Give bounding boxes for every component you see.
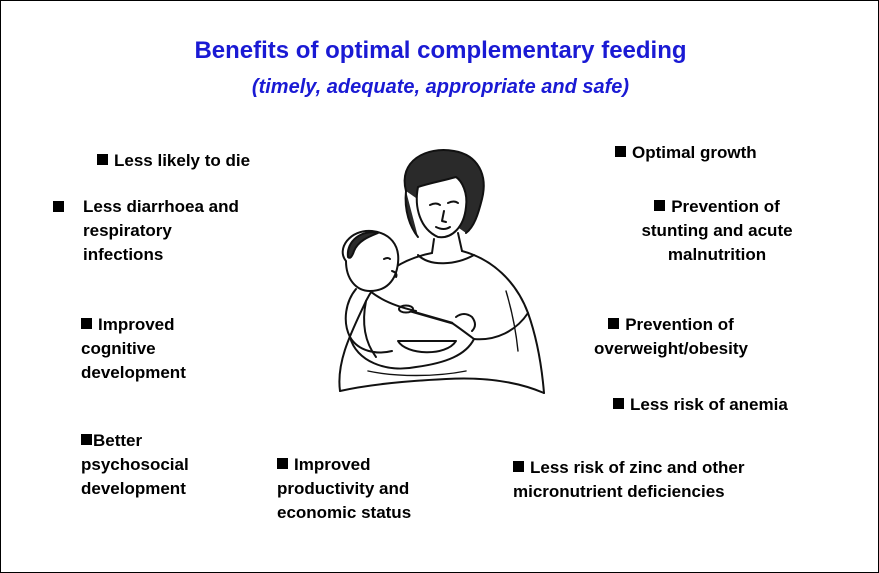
mother-feeding-child-icon	[338, 149, 545, 394]
square-bullet-icon	[81, 318, 92, 329]
square-bullet-icon	[53, 201, 64, 212]
slide-subtitle: (timely, adequate, appropriate and safe)	[251, 76, 630, 98]
square-bullet-icon	[81, 434, 92, 445]
benefit-less-diarrhoea: Less diarrhoea and respiratory infection…	[53, 195, 239, 267]
benefit-improved-cognitive-development: Improved cognitive development	[81, 315, 186, 382]
benefit-less-likely-to-die: Less likely to die	[97, 149, 250, 173]
square-bullet-icon	[615, 146, 626, 157]
benefit-optimal-growth: Optimal growth	[615, 141, 757, 165]
benefit-better-psychosocial-development: Better psychosocial development	[81, 431, 189, 498]
benefit-less-risk-of-zinc: Less risk of zinc and other micronutrien…	[513, 458, 745, 501]
benefit-improved-productivity: Improved productivity and economic statu…	[277, 455, 412, 522]
slide-title: Benefits of optimal complementary feedin…	[194, 37, 687, 64]
square-bullet-icon	[654, 200, 666, 211]
benefit-less-risk-of-anemia: Less risk of anemia	[613, 393, 788, 417]
square-bullet-icon	[513, 461, 524, 472]
square-bullet-icon	[613, 398, 624, 409]
benefit-prevention-of-stunting: Prevention of stunting and acute malnutr…	[641, 197, 793, 264]
square-bullet-icon	[97, 154, 108, 165]
square-bullet-icon	[277, 458, 288, 469]
benefit-prevention-of-overweight: Prevention of overweight/obesity	[594, 315, 748, 358]
square-bullet-icon	[608, 318, 620, 329]
